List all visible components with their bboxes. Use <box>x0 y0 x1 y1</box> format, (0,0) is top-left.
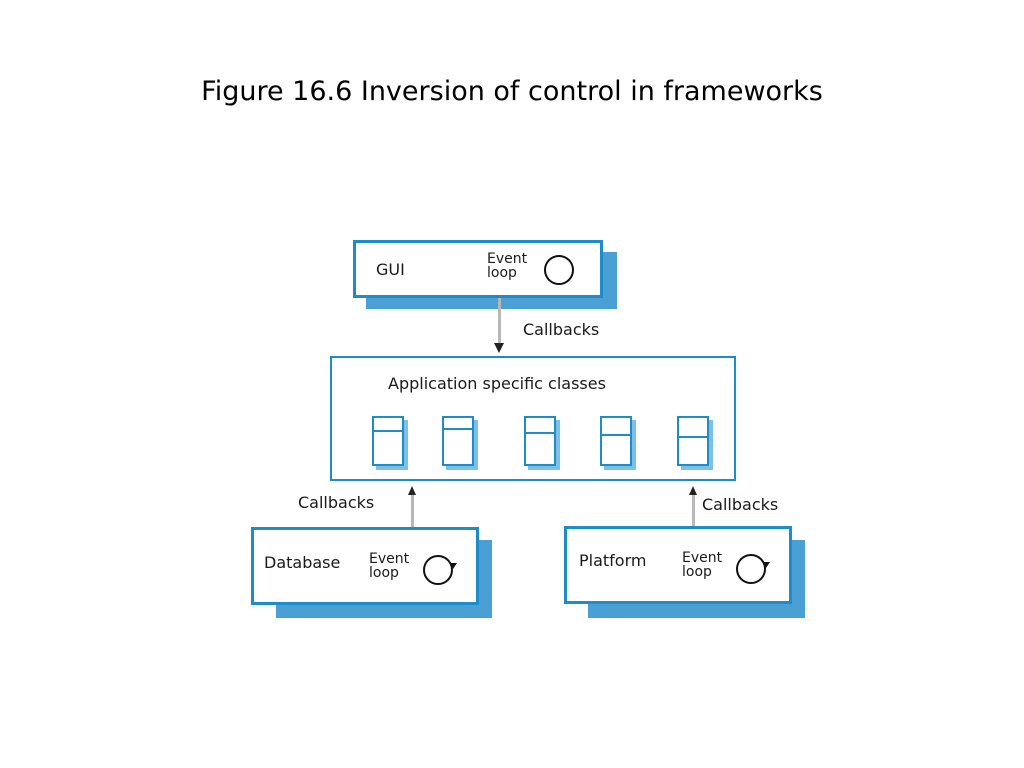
application-label: Application specific classes <box>388 374 606 393</box>
database-event-label: Event <box>369 551 410 567</box>
platform-label: Platform <box>579 551 647 570</box>
class-icon <box>600 416 632 466</box>
platform-loop-arrowhead-icon <box>762 562 770 568</box>
application-box: Application specific classes <box>330 356 736 481</box>
platform-event-loop-icon <box>736 554 766 584</box>
class-icon <box>524 416 556 466</box>
class-icon-divider <box>679 436 707 438</box>
figure-title: Figure 16.6 Inversion of control in fram… <box>201 76 823 107</box>
class-icon-divider <box>374 430 402 432</box>
gui-event-label: Event <box>487 251 528 267</box>
gui-loop-label: loop <box>487 265 517 281</box>
database-event-loop-icon <box>423 555 453 585</box>
class-icon <box>372 416 404 466</box>
callbacks-right-label: Callbacks <box>702 495 779 514</box>
callbacks-top-label: Callbacks <box>523 320 600 339</box>
class-icon-divider <box>526 432 554 434</box>
gui-callback-arrow-head <box>494 343 504 353</box>
platform-callback-arrow-head <box>689 486 697 495</box>
platform-callback-arrow-line <box>692 495 695 527</box>
class-icon-divider <box>602 434 630 436</box>
database-callback-arrow-head <box>408 486 416 495</box>
platform-loop-label: loop <box>682 564 712 580</box>
gui-callback-arrow-line <box>498 298 501 343</box>
gui-box: GUI Event loop <box>353 240 603 298</box>
callbacks-left-label: Callbacks <box>298 493 375 512</box>
database-label: Database <box>264 553 341 572</box>
gui-label: GUI <box>376 260 405 279</box>
platform-box: Platform Event loop <box>564 526 792 604</box>
class-icon <box>677 416 709 466</box>
class-icon-divider <box>444 428 472 430</box>
database-loop-label: loop <box>369 565 399 581</box>
database-callback-arrow-line <box>411 495 414 529</box>
gui-event-loop-icon <box>544 255 574 285</box>
platform-event-label: Event <box>682 550 723 566</box>
class-icon <box>442 416 474 466</box>
database-box: Database Event loop <box>251 527 479 605</box>
database-loop-arrowhead-icon <box>449 563 457 569</box>
